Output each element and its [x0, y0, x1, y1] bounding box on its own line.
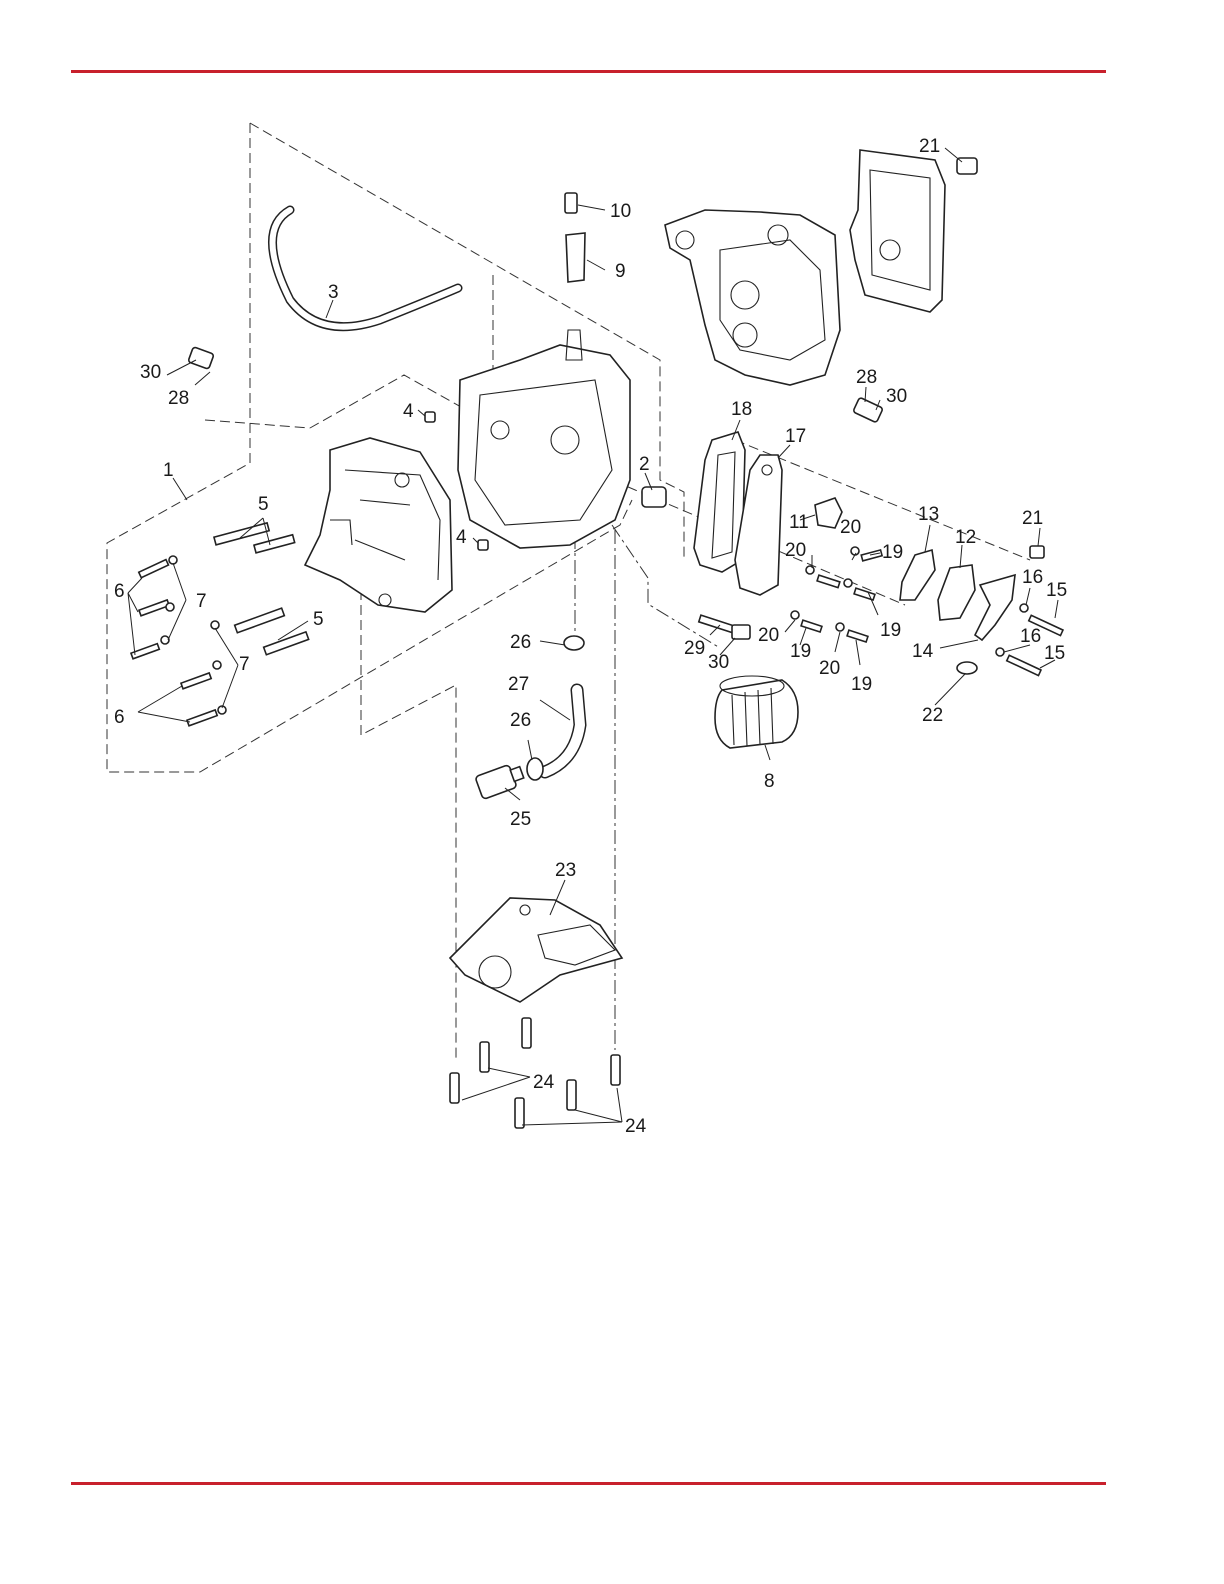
- callout-21: 21: [919, 136, 940, 157]
- callout-20: 20: [785, 540, 806, 561]
- callout-2: 2: [639, 454, 650, 475]
- callout-27: 27: [508, 674, 529, 695]
- callout-28: 28: [856, 367, 877, 388]
- cylinder-head-cover: [850, 150, 945, 312]
- oil-filter-8: [715, 676, 798, 748]
- callout-24: 24: [625, 1116, 647, 1137]
- gasket-13: [900, 550, 935, 600]
- callout-20: 20: [840, 517, 861, 538]
- callout-25: 25: [510, 809, 531, 830]
- callout-17: 17: [785, 426, 806, 447]
- callout-18: 18: [731, 399, 752, 420]
- callout-4: 4: [403, 401, 414, 422]
- callout-28: 28: [168, 388, 189, 409]
- cylinder-block: [458, 330, 630, 548]
- callout-4: 4: [456, 527, 467, 548]
- plate-23: [450, 898, 622, 1002]
- callout-1: 1: [163, 460, 174, 481]
- callout-15: 15: [1044, 643, 1065, 664]
- callout-23: 23: [555, 860, 576, 881]
- callout-30: 30: [140, 362, 161, 383]
- callout-20: 20: [819, 658, 840, 679]
- callout-26: 26: [510, 632, 531, 653]
- callout-7: 7: [239, 654, 250, 675]
- callout-30: 30: [708, 652, 729, 673]
- hose-part-3: [273, 210, 459, 327]
- callout-9: 9: [615, 261, 626, 282]
- fitting-25: [475, 765, 524, 800]
- callout-30: 30: [886, 386, 907, 407]
- callout-5: 5: [258, 494, 269, 515]
- callout-29: 29: [684, 638, 705, 659]
- callout-21: 21: [1022, 508, 1043, 529]
- callout-12: 12: [955, 527, 976, 548]
- callout-7: 7: [196, 591, 207, 612]
- callout-14: 14: [912, 641, 934, 662]
- callout-6: 6: [114, 581, 125, 602]
- thermostat-11: [815, 498, 842, 528]
- callout-10: 10: [610, 201, 631, 222]
- callout-26: 26: [510, 710, 531, 731]
- callout-11: 11: [789, 512, 809, 533]
- bracket-14: [975, 575, 1015, 640]
- callout-5: 5: [313, 609, 324, 630]
- callout-24: 24: [533, 1072, 555, 1093]
- callout-15: 15: [1046, 580, 1067, 601]
- callout-16: 16: [1022, 567, 1043, 588]
- callout-20: 20: [758, 625, 779, 646]
- callout-22: 22: [922, 705, 943, 726]
- callout-19: 19: [790, 641, 811, 662]
- crankcase-cover: [305, 438, 452, 612]
- hose-27: [545, 690, 580, 772]
- callout-13: 13: [918, 504, 939, 525]
- callout-16: 16: [1020, 626, 1041, 647]
- callout-8: 8: [764, 771, 775, 792]
- callout-19: 19: [880, 620, 901, 641]
- callout-6: 6: [114, 707, 125, 728]
- callout-19: 19: [882, 542, 903, 563]
- callout-19: 19: [851, 674, 872, 695]
- cylinder-head-casting: [665, 210, 840, 385]
- cover-12: [938, 565, 975, 620]
- callout-3: 3: [328, 282, 339, 303]
